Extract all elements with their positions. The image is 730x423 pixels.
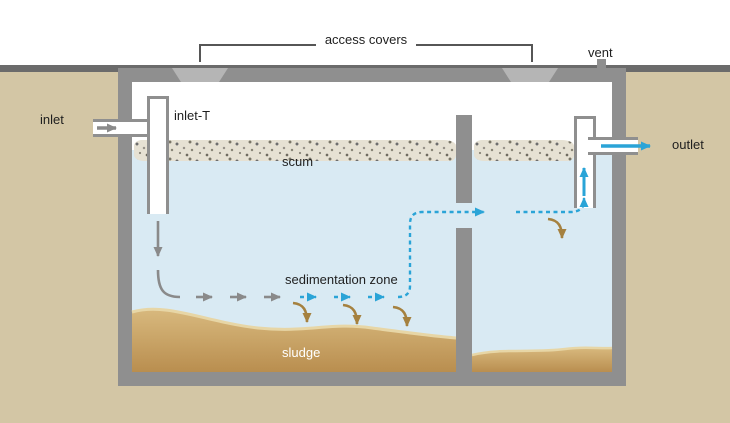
inlet-label: inlet xyxy=(40,112,64,127)
access-covers-bracket-tick-right xyxy=(531,44,533,62)
access-covers-label: access covers xyxy=(315,32,417,48)
outlet-pipe xyxy=(588,137,638,155)
baffle-wall-upper xyxy=(456,115,472,203)
scum-layer-chamber-2 xyxy=(474,140,574,161)
outlet-label: outlet xyxy=(672,137,704,152)
vent-label: vent xyxy=(588,45,613,60)
access-cover-right xyxy=(502,68,558,82)
scum-label: scum xyxy=(282,154,314,169)
inlet-tee-pipe xyxy=(147,96,169,214)
inlet-t-label: inlet-T xyxy=(174,108,211,123)
water-zone xyxy=(132,150,612,372)
access-cover-left xyxy=(172,68,228,82)
sludge-label: sludge xyxy=(282,345,321,360)
access-covers-bracket-tick-left xyxy=(199,44,201,62)
outlet-tee-pipe xyxy=(574,116,596,208)
sedimentation-zone-label: sedimentation zone xyxy=(285,272,398,287)
inlet-tee-junction xyxy=(150,122,154,134)
scum-layer-chamber-1 xyxy=(134,140,456,161)
outlet-tee-junction xyxy=(590,140,595,152)
vent-stub xyxy=(597,59,606,69)
access-covers-label-wrap: access covers xyxy=(200,31,532,49)
inlet-pipe xyxy=(93,119,151,137)
baffle-wall-lower xyxy=(456,228,472,372)
